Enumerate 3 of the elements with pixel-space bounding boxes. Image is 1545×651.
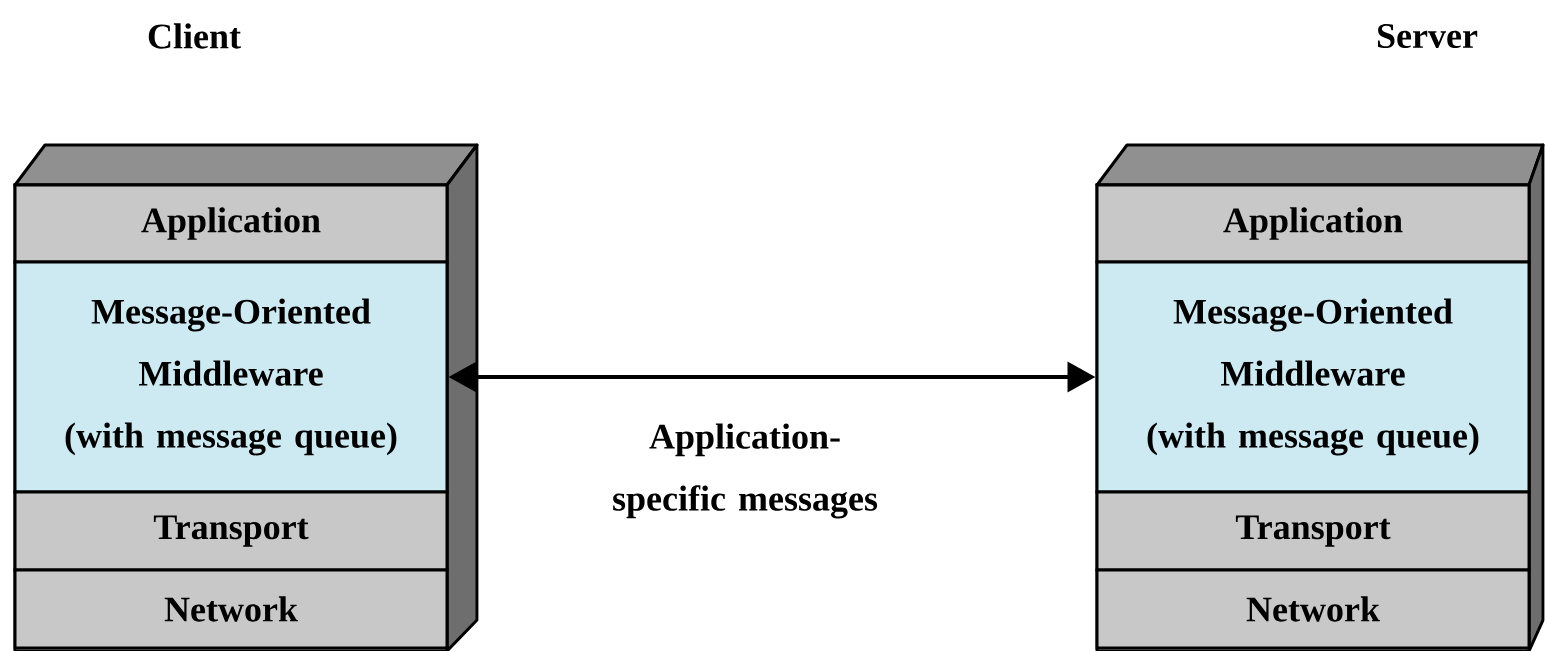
edge-label: Application-specific messages (613, 423, 878, 519)
stack-heading: Server (1377, 23, 1478, 49)
stack-heading: Client (148, 23, 241, 49)
